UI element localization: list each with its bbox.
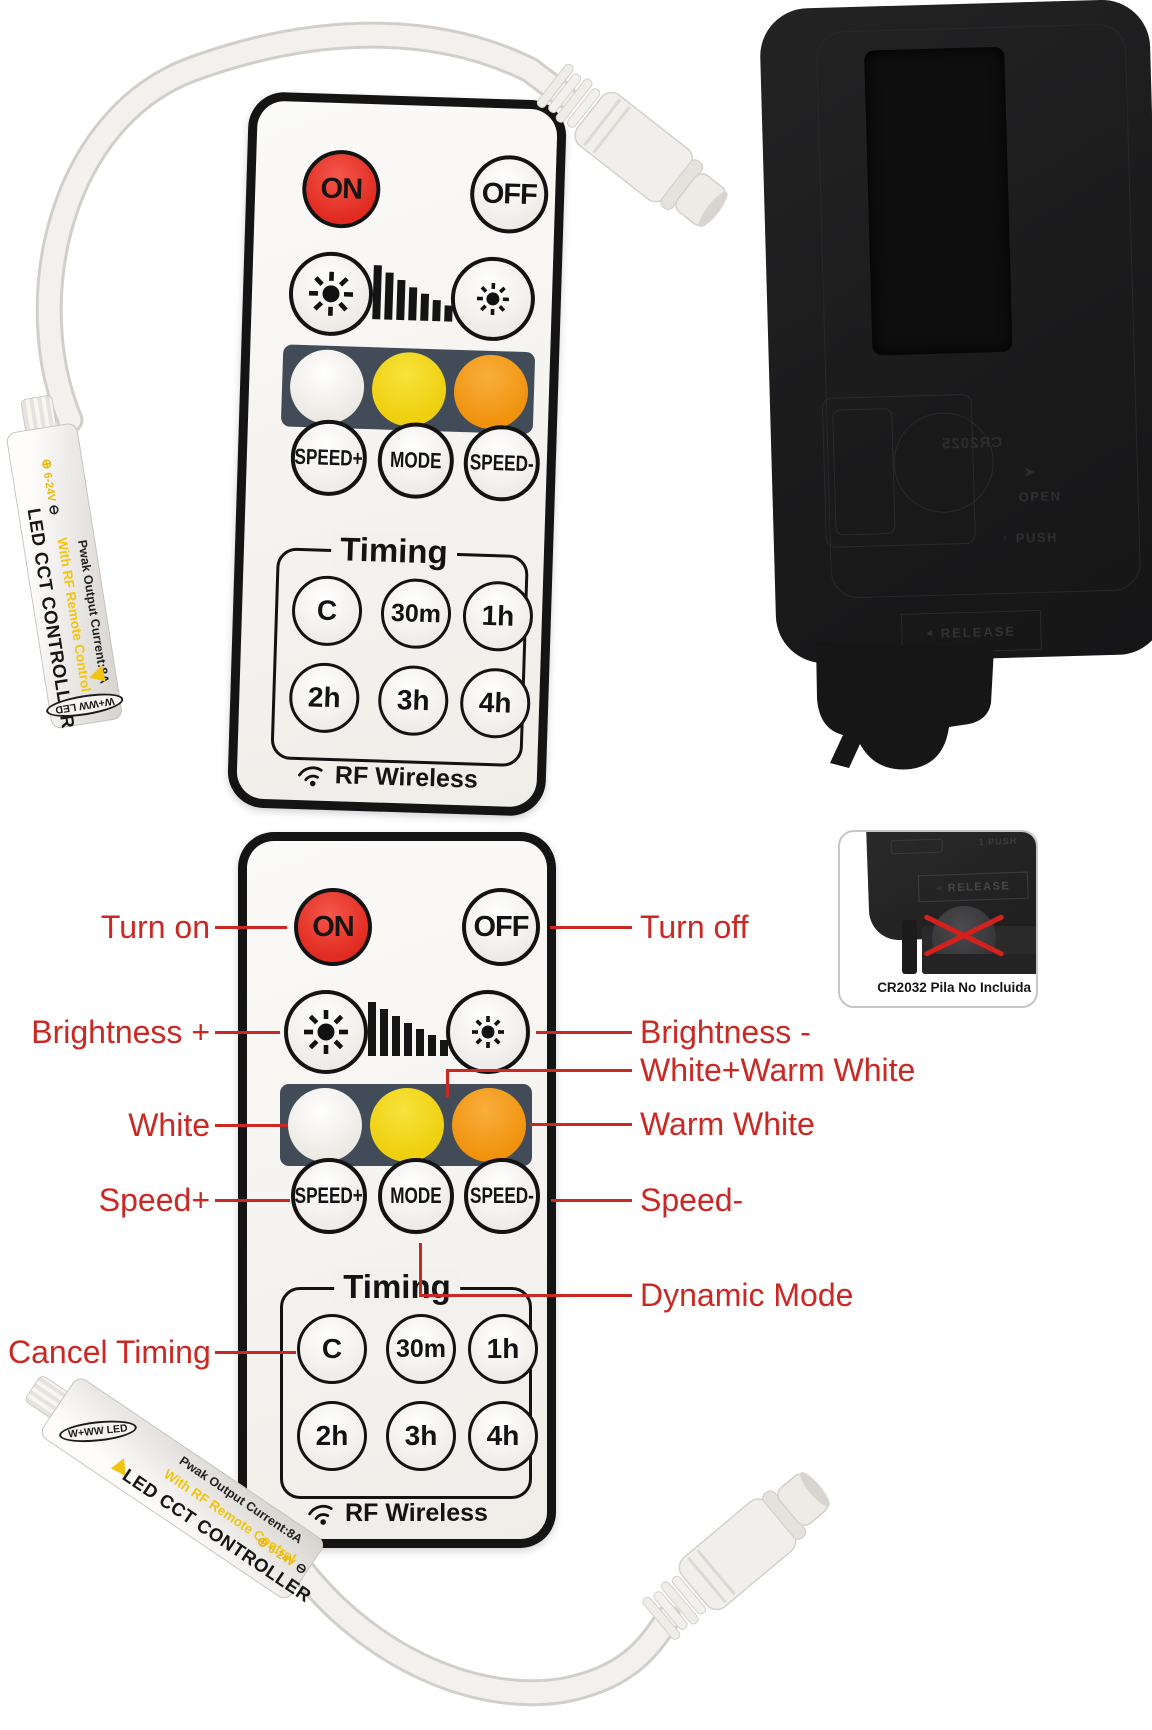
annotation-brightness-minus: Brightness - xyxy=(640,1014,811,1050)
warm-white-button[interactable] xyxy=(452,1088,526,1162)
annotation-turn-off: Turn off xyxy=(640,909,749,945)
timing-2h-button[interactable]: 2h xyxy=(297,1401,367,1471)
annotation-white-warm-white: White+Warm White xyxy=(640,1052,916,1088)
leader-line xyxy=(215,1199,290,1202)
leader-line xyxy=(215,1351,296,1354)
leader-line xyxy=(419,1243,422,1296)
color-select-bar xyxy=(280,1084,532,1166)
timing-1h-label: 1h xyxy=(486,1333,520,1364)
annotation-speed-plus: Speed+ xyxy=(98,1182,210,1218)
leader-line xyxy=(446,1069,449,1097)
leader-line xyxy=(536,1031,632,1034)
wifi-icon xyxy=(308,1504,333,1525)
remote-face: ON OFF SPEED+ MODE SPEED- Timing C 30m 1… xyxy=(236,100,558,808)
leader-line xyxy=(446,1069,632,1072)
wifi-icon xyxy=(298,766,323,787)
timing-c-label: C xyxy=(321,1333,343,1364)
leader-line xyxy=(215,926,287,929)
timing-2h-label: 2h xyxy=(315,1420,349,1451)
leader-line xyxy=(215,1124,288,1127)
speed-plus-label: SPEED+ xyxy=(294,1183,364,1208)
inset-clip-hook xyxy=(902,920,917,974)
brightness-down-button[interactable] xyxy=(449,255,537,343)
sun-minus-icon xyxy=(476,282,509,315)
timing-4h-label: 4h xyxy=(486,1420,520,1451)
timing-3h-button[interactable]: 3h xyxy=(386,1401,456,1471)
timing-30m-label: 30m xyxy=(395,1334,447,1363)
leader-line xyxy=(551,1199,632,1202)
leader-line xyxy=(419,1294,632,1297)
battery-inset-panel: 1 PUSH ◂ RELEASE CR2032 Pila No Incluida xyxy=(838,830,1038,1008)
rf-wireless-label: RF Wireless xyxy=(345,1499,488,1527)
annotation-white: White xyxy=(128,1107,210,1143)
speed-plus-button[interactable]: SPEED+ xyxy=(291,1158,367,1234)
cancel-timing-button[interactable]: C xyxy=(297,1314,367,1384)
annotation-turn-on: Turn on xyxy=(100,909,210,945)
mode-label: MODE xyxy=(390,1183,442,1208)
leader-line xyxy=(215,1031,280,1034)
sun-minus-icon xyxy=(472,1016,504,1048)
rf-wireless-row: RF Wireless xyxy=(236,758,537,796)
sun-plus-icon xyxy=(308,271,354,316)
white-warm-white-button[interactable] xyxy=(370,1088,444,1162)
off-label: OFF xyxy=(473,910,530,943)
annotation-brightness-plus: Brightness + xyxy=(31,1014,210,1050)
remote-control-annotated: ON OFF SPEED+ MODE SPEED- Timing C 30m 1… xyxy=(238,832,556,1548)
on-label: ON xyxy=(312,910,354,943)
inset-caption: CR2032 Pila No Incluida xyxy=(877,980,1031,995)
plus-terminal-icon: ⊕ xyxy=(38,457,56,471)
leader-line xyxy=(530,1123,632,1126)
top-cable xyxy=(35,21,577,434)
brightness-down-button[interactable] xyxy=(446,990,530,1074)
timing-30m-button[interactable]: 30m xyxy=(386,1314,456,1384)
white-button[interactable] xyxy=(288,1088,362,1162)
inset-tray-lip xyxy=(922,954,1036,974)
remote-face: ON OFF SPEED+ MODE SPEED- Timing C 30m 1… xyxy=(247,841,547,1539)
sun-plus-icon xyxy=(304,1010,348,1054)
timing-3h-label: 3h xyxy=(404,1420,438,1451)
annotation-cancel-timing: Cancel Timing xyxy=(8,1334,211,1370)
remote-control-front: ON OFF SPEED+ MODE SPEED- Timing C 30m 1… xyxy=(226,91,568,817)
speed-minus-button[interactable]: SPEED- xyxy=(464,1158,540,1234)
annotation-dynamic-mode: Dynamic Mode xyxy=(640,1277,854,1313)
mode-button[interactable]: MODE xyxy=(378,1158,454,1234)
dimmer-bars-icon xyxy=(368,998,450,1056)
timing-4h-button[interactable]: 4h xyxy=(468,1401,538,1471)
brightness-up-button[interactable] xyxy=(287,250,375,338)
annotation-speed-minus: Speed- xyxy=(640,1182,744,1218)
on-button[interactable]: ON xyxy=(294,888,372,966)
annotation-warm-white: Warm White xyxy=(640,1106,815,1142)
off-button[interactable]: OFF xyxy=(462,888,540,966)
speed-minus-label: SPEED- xyxy=(470,1183,534,1208)
brightness-up-button[interactable] xyxy=(284,990,368,1074)
timing-title: Timing xyxy=(334,1268,460,1306)
timing-1h-button[interactable]: 1h xyxy=(468,1314,538,1384)
leader-line xyxy=(550,926,632,929)
rf-wireless-row: RF Wireless xyxy=(247,1499,547,1528)
